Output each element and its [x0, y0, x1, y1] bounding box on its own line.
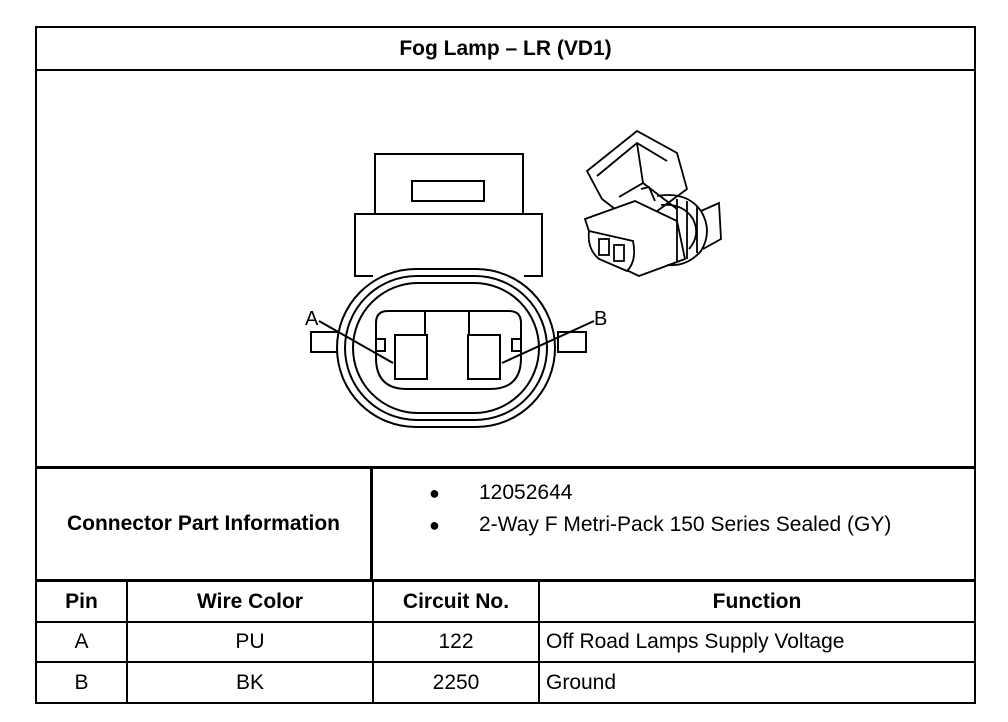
connector-info-list: ● 12052644 ● 2-Way F Metri-Pack 150 Seri…: [373, 469, 974, 579]
connector-face-drawing: [310, 153, 595, 428]
page-title: Fog Lamp – LR (VD1): [37, 28, 974, 71]
pin-table: Pin Wire Color Circuit No. Function A PU…: [37, 582, 974, 702]
connector-sheet: Fog Lamp – LR (VD1): [35, 26, 976, 704]
pin-label-a: A: [305, 308, 319, 330]
connector-figure: A B: [37, 71, 974, 466]
cell-wire-color: BK: [126, 661, 374, 702]
cell-function: Off Road Lamps Supply Voltage: [538, 621, 974, 663]
bullet-icon: ●: [429, 482, 440, 503]
part-number: 12052644: [479, 481, 573, 504]
cell-wire-color: PU: [126, 621, 374, 663]
header-function: Function: [538, 582, 974, 623]
header-circuit-no: Circuit No.: [372, 582, 540, 623]
cell-function: Ground: [538, 661, 974, 702]
connector-info-label: Connector Part Information: [37, 469, 373, 579]
table-row: A PU 122 Off Road Lamps Supply Voltage: [37, 621, 974, 663]
table-header-row: Pin Wire Color Circuit No. Function: [37, 582, 974, 623]
pin-label-b: B: [594, 308, 607, 330]
cell-circuit-no: 122: [372, 621, 540, 663]
table-row: B BK 2250 Ground: [37, 661, 974, 702]
header-wire-color: Wire Color: [126, 582, 374, 623]
header-pin: Pin: [37, 582, 128, 623]
connector-description: 2-Way F Metri-Pack 150 Series Sealed (GY…: [479, 513, 892, 536]
connector-info-section: Connector Part Information ● 12052644 ● …: [37, 466, 974, 582]
cell-pin: A: [37, 621, 128, 663]
cell-pin: B: [37, 661, 128, 702]
cell-circuit-no: 2250: [372, 661, 540, 702]
connector-iso-sketch: [583, 129, 722, 277]
connector-diagram: A B: [305, 129, 722, 428]
bullet-icon: ●: [429, 514, 440, 535]
